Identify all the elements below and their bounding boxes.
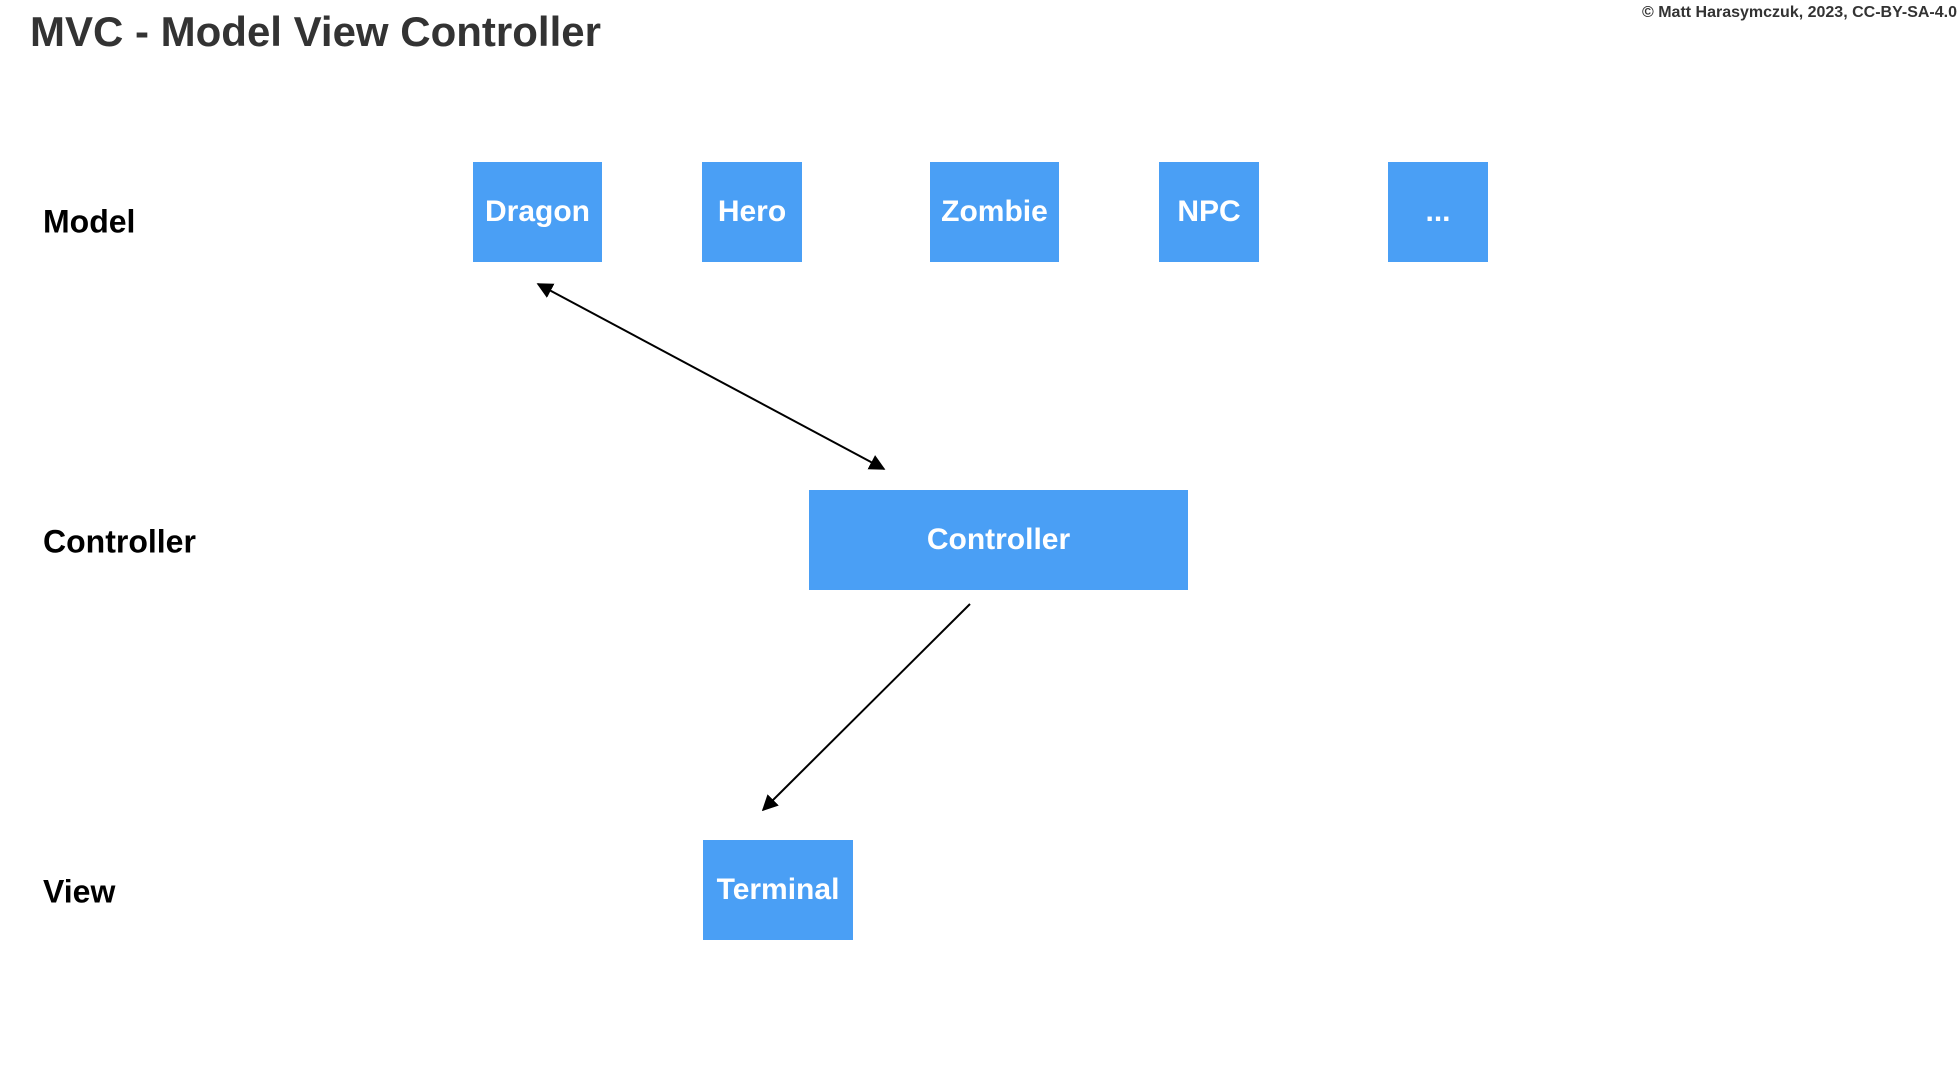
model-box-dragon[interactable]: Dragon — [473, 162, 602, 262]
row-label-model: Model — [43, 203, 136, 240]
controller-box[interactable]: Controller — [809, 490, 1188, 590]
arrow-dragon-controller — [536, 283, 886, 470]
model-box-npc[interactable]: NPC — [1159, 162, 1259, 262]
copyright-notice: © Matt Harasymczuk, 2023, CC-BY-SA-4.0 — [1641, 4, 1957, 21]
model-box-more[interactable]: ... — [1388, 162, 1488, 262]
view-box-terminal[interactable]: Terminal — [703, 840, 853, 940]
page-title: MVC - Model View Controller — [30, 8, 601, 55]
row-label-view: View — [43, 873, 116, 910]
model-box-hero[interactable]: Hero — [702, 162, 802, 262]
arrow-controller-terminal — [761, 603, 971, 812]
model-box-zombie[interactable]: Zombie — [930, 162, 1059, 262]
row-label-controller: Controller — [43, 523, 196, 560]
